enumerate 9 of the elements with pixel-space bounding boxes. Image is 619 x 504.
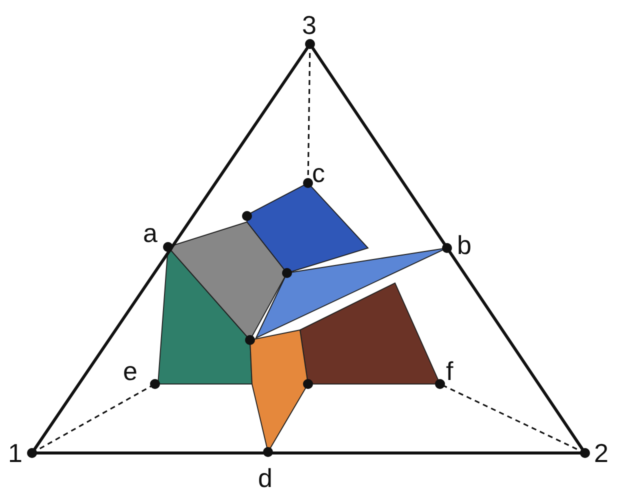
vertex-label: a — [143, 220, 158, 246]
vertex-label: 1 — [8, 440, 22, 466]
vertex-label: 3 — [302, 12, 316, 38]
vertex-label: c — [312, 160, 325, 186]
vertex-label: e — [123, 358, 138, 384]
vertex-label: d — [258, 465, 272, 491]
vertex-label: f — [446, 358, 454, 384]
vertex-label: b — [457, 232, 472, 258]
vertex-label: 2 — [594, 440, 608, 466]
